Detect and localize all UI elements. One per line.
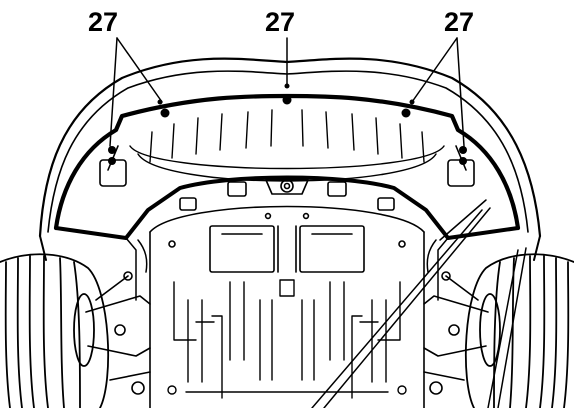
fascia-ribs xyxy=(129,109,445,182)
callout-leaders xyxy=(109,37,527,408)
under-tray xyxy=(149,179,425,408)
right-tire xyxy=(464,253,574,408)
tray-ribs xyxy=(167,279,407,399)
suspension-links xyxy=(85,271,489,395)
callout-label-27-left: 27 xyxy=(88,7,119,37)
inner-fenders xyxy=(125,237,449,301)
left-tire xyxy=(0,253,110,408)
callout-label-27-center: 27 xyxy=(265,7,296,37)
callout-label-27-right: 27 xyxy=(444,7,475,37)
fastener-clips xyxy=(108,83,467,165)
